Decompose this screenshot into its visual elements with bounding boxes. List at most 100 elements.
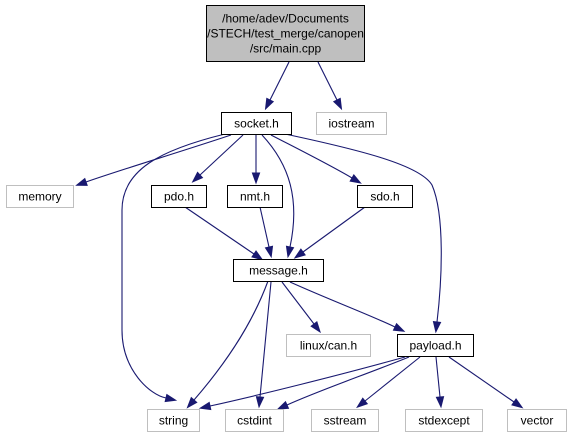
node-box (6, 185, 74, 208)
node-label: nmt.h (240, 190, 270, 204)
edge-message-to-cstdint (255, 281, 272, 409)
node-label: stdexcept (418, 414, 470, 428)
edge-line (270, 134, 353, 179)
arrowhead-icon (511, 398, 524, 409)
arrowhead-icon (198, 401, 212, 411)
edge-line (259, 281, 272, 398)
arrowhead-icon (164, 393, 178, 403)
edge-line (281, 281, 315, 325)
node-label: sdo.h (370, 190, 399, 204)
node-label: payload.h (409, 339, 461, 353)
node-linuxcan: linux/can.h (286, 334, 371, 357)
node-box (227, 185, 283, 208)
edge-line (317, 61, 338, 101)
edge-main-to-socket (264, 61, 290, 111)
edge-message-to-string (186, 280, 269, 409)
node-sdo: sdo.h (357, 185, 413, 208)
node-box (221, 112, 292, 135)
edge-line (259, 206, 270, 248)
arrowhead-icon (186, 396, 198, 409)
node-string: string (147, 409, 200, 432)
node-box (397, 334, 474, 357)
arrowhead-icon (285, 245, 295, 259)
node-payload: payload.h (397, 334, 474, 357)
node-label: memory (18, 190, 61, 204)
node-pdo: pdo.h (151, 185, 207, 208)
node-box (147, 409, 200, 432)
node-label: /home/adev/Documents (222, 12, 349, 26)
node-label: cstdint (237, 414, 272, 428)
edge-line (85, 134, 232, 183)
node-cstdint: cstdint (225, 409, 284, 432)
node-memory: memory (6, 185, 74, 208)
edge-socket-to-memory (75, 134, 232, 186)
nodes-layer: /home/adev/Documents/STECH/test_merge/ca… (6, 5, 567, 432)
edge-line (193, 280, 269, 401)
edge-line (364, 356, 421, 402)
node-vector: vector (507, 409, 567, 432)
edge-line (121, 133, 226, 399)
node-box (225, 409, 284, 432)
node-label: vector (521, 414, 554, 428)
node-iostream: iostream (316, 112, 387, 135)
node-label: /STECH/test_merge/canopen (207, 27, 364, 41)
node-label: socket.h (234, 117, 279, 131)
node-box (316, 112, 387, 135)
edge-main-to-iostream (317, 61, 343, 111)
edge-line (435, 356, 441, 398)
edge-pdo-to-message (184, 206, 264, 261)
arrowhead-icon (349, 174, 362, 184)
node-message: message.h (233, 259, 324, 282)
edge-line (269, 61, 290, 101)
arrowhead-icon (276, 400, 290, 410)
node-label: pdo.h (164, 190, 194, 204)
edge-socket-to-nmt (251, 135, 261, 185)
edges-layer (75, 61, 524, 411)
arrowhead-icon (264, 97, 275, 111)
node-label: sstream (324, 414, 367, 428)
node-label: message.h (249, 264, 308, 278)
edge-line (184, 206, 255, 255)
node-nmt: nmt.h (227, 185, 283, 208)
node-main: /home/adev/Documents/STECH/test_merge/ca… (206, 5, 365, 62)
node-stdexcept: stdexcept (405, 409, 483, 432)
edge-payload-to-sstream (356, 356, 421, 409)
edge-line (289, 281, 396, 328)
node-socket: socket.h (221, 112, 292, 135)
arrowhead-icon (310, 320, 321, 334)
arrowhead-icon (264, 245, 274, 259)
arrowhead-icon (432, 321, 442, 334)
arrowhead-icon (251, 250, 264, 261)
node-box (206, 5, 365, 62)
edge-message-to-linuxcan (281, 281, 321, 334)
arrowhead-icon (356, 397, 369, 409)
edge-line (302, 206, 366, 253)
edge-payload-to-string (198, 356, 406, 411)
edge-line (286, 356, 410, 406)
arrowhead-icon (332, 97, 343, 111)
node-label: string (159, 414, 188, 428)
node-box (507, 409, 567, 432)
arrowhead-icon (392, 322, 406, 332)
edge-socket-to-pdo (191, 134, 244, 183)
node-box (357, 185, 413, 208)
edge-line (261, 134, 295, 248)
edge-line (209, 356, 406, 407)
edge-line (284, 133, 442, 323)
node-label: iostream (328, 117, 374, 131)
edge-socket-to-string (121, 133, 226, 403)
edge-line (199, 134, 244, 176)
arrowhead-icon (293, 248, 306, 259)
edge-payload-to-cstdint (276, 356, 410, 410)
edge-sdo-to-message (293, 206, 366, 259)
node-box (405, 409, 483, 432)
edge-payload-to-vector (448, 356, 524, 409)
edge-socket-to-sdo (270, 134, 362, 184)
edge-line (448, 356, 515, 403)
arrowhead-icon (75, 177, 88, 186)
edge-socket-to-payload (284, 133, 442, 334)
node-box (151, 185, 207, 208)
edge-message-to-payload (289, 281, 406, 332)
edge-socket-to-message (261, 134, 295, 259)
